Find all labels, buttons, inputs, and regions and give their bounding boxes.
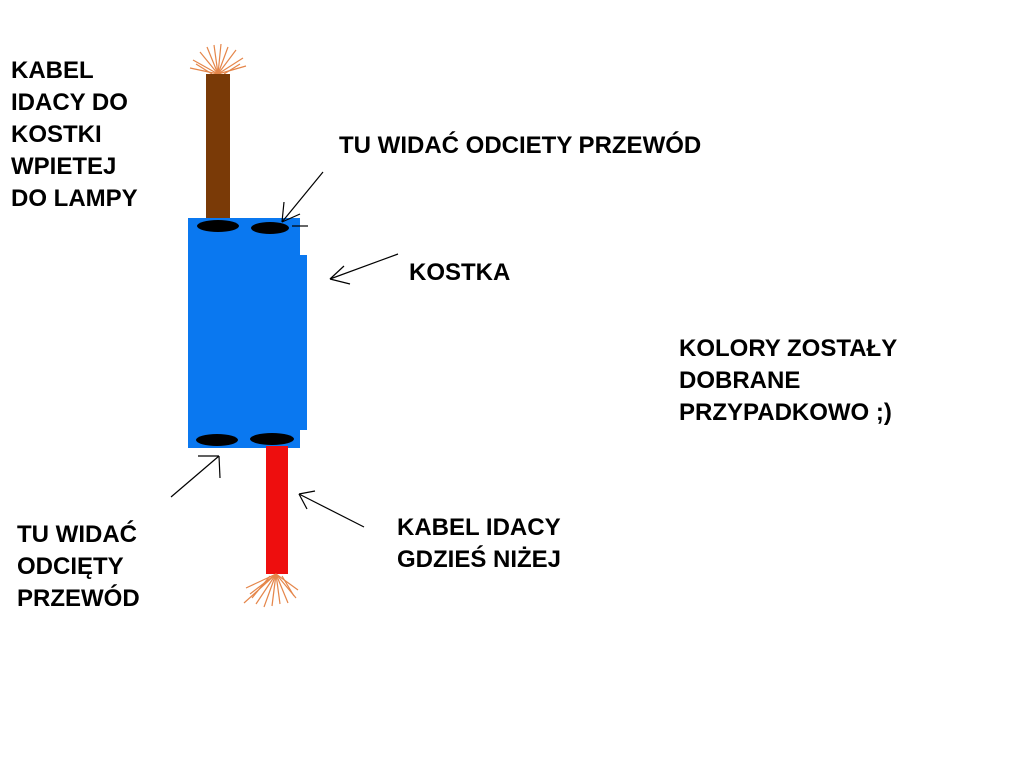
top-wire-strands xyxy=(189,43,247,75)
bottom-cable-label: KABEL IDACY GDZIEŚ NIŻEJ xyxy=(397,514,562,573)
bottom-wire xyxy=(266,446,288,574)
top-right-hole xyxy=(251,222,289,234)
terminal-block xyxy=(188,218,307,448)
bottom-right-hole xyxy=(250,433,294,445)
top-cable-label: KABEL IDACY DO KOSTKI WPIETEJ DO LAMPY xyxy=(11,57,138,212)
arrow-cut-wire-top xyxy=(281,171,324,223)
bottom-wire-strands xyxy=(243,573,299,608)
arrow-cut-wire-bottom xyxy=(170,455,221,498)
top-left-hole xyxy=(197,220,239,232)
cut-wire-bottom-label: TU WIDAĆ ODCIĘTY PRZEWÓD xyxy=(17,521,140,612)
top-wire xyxy=(206,74,230,222)
kostka-label: KOSTKA xyxy=(409,259,511,286)
bottom-left-hole xyxy=(196,434,238,446)
arrow-kostka xyxy=(329,253,399,285)
arrow-bottom-cable xyxy=(298,490,365,528)
cut-wire-top-label: TU WIDAĆ ODCIETY PRZEWÓD xyxy=(339,132,702,159)
colors-note-label: KOLORY ZOSTAŁY DOBRANE PRZYPADKOWO ;) xyxy=(679,335,898,426)
